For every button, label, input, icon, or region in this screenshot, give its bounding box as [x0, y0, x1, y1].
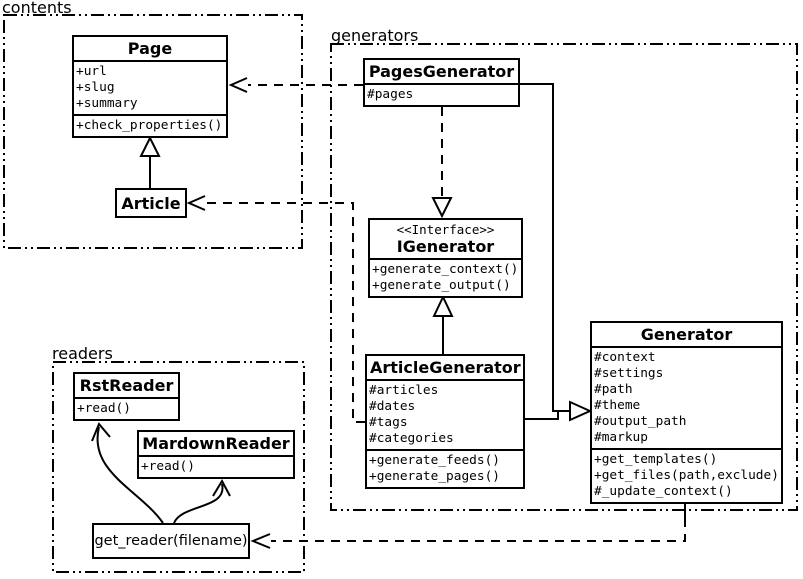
attribute: #categories [369, 431, 454, 446]
dependency-generator-to-get-reader-line [271, 518, 686, 542]
class-articlegenerator-title: ArticleGenerator [370, 358, 521, 377]
open-arrowhead-icon [250, 533, 271, 549]
class-rstreader-title: RstReader [79, 376, 174, 395]
method: +check_properties() [76, 118, 223, 133]
package-label-contents: contents [2, 0, 72, 17]
class-page-title: Page [127, 39, 173, 58]
method: +get_templates() [594, 452, 718, 467]
attribute: #articles [369, 383, 439, 398]
attribute: +url [76, 64, 107, 79]
class-generator-attributes: #context #settings #path #theme #output_… [592, 346, 781, 448]
class-mardownreader: MardownReader +read() [137, 430, 295, 479]
attribute: +summary [76, 96, 138, 111]
class-rstreader-methods: +read() [75, 397, 178, 419]
class-articlegenerator: ArticleGenerator #articles #dates #tags … [365, 354, 525, 489]
class-page: Page +url +slug +summary +check_properti… [72, 35, 228, 138]
open-arrowhead-icon [228, 77, 248, 93]
dependency-articlegenerator-to-article-line [206, 202, 365, 423]
attribute: #output_path [594, 414, 687, 429]
realization-triangle-icon [431, 197, 453, 219]
method: +generate_output() [372, 278, 511, 293]
class-article-title: Article [121, 193, 181, 213]
attribute: #path [594, 382, 633, 397]
get-reader-to-rstreader-curve [96, 426, 164, 524]
class-pagesgenerator-attributes: #pages [365, 83, 518, 105]
class-pagesgenerator-title: PagesGenerator [368, 62, 515, 81]
attribute: +slug [76, 80, 115, 95]
class-generator-methods: +get_templates() +get_files(path,exclude… [592, 448, 781, 502]
attribute: #markup [594, 430, 648, 445]
class-generator-title: Generator [640, 325, 733, 344]
attribute: #theme [594, 398, 641, 413]
readers-package-border [52, 361, 305, 573]
class-mardownreader-title: MardownReader [142, 434, 290, 453]
node-get-reader-label: get_reader(filename) [94, 533, 248, 549]
class-page-methods: +check_properties() [74, 114, 226, 136]
class-articlegenerator-attributes: #articles #dates #tags #categories [367, 379, 523, 449]
inheritance-triangle-icon [432, 294, 454, 317]
class-articlegenerator-methods: +generate_feeds() +generate_pages() [367, 449, 523, 487]
generalization-pagesgenerator-to-generator-line [520, 83, 570, 412]
open-arrowhead-icon [212, 478, 231, 497]
method: +read() [77, 401, 131, 416]
attribute: #dates [369, 399, 416, 414]
class-generator: Generator #context #settings #path #them… [590, 321, 783, 504]
get-reader-to-mardownreader-curve [173, 483, 224, 524]
contents-package-border [3, 14, 303, 249]
class-igenerator-title: IGenerator [396, 237, 495, 256]
method: #_update_context() [594, 484, 733, 499]
inheritance-triangle-icon [569, 400, 593, 422]
method: +generate_context() [372, 262, 519, 277]
generalization-articlegenerator-to-generator-line [525, 411, 559, 420]
class-page-attributes: +url +slug +summary [74, 60, 226, 114]
method: +read() [141, 459, 195, 474]
attribute: #settings [594, 366, 664, 381]
class-igenerator-methods: +generate_context() +generate_output() [370, 258, 521, 296]
inheritance-triangle-icon [139, 135, 161, 157]
method: +generate_pages() [369, 469, 500, 484]
class-pagesgenerator: PagesGenerator #pages [363, 58, 520, 107]
attribute: #context [594, 350, 656, 365]
generators-package-border [330, 43, 798, 511]
method: +generate_feeds() [369, 453, 500, 468]
attribute: #pages [367, 87, 414, 102]
node-get-reader: get_reader(filename) [92, 523, 250, 559]
attribute: #tags [369, 415, 408, 430]
class-article: Article [115, 188, 187, 218]
method: +get_files(path,exclude) [594, 468, 779, 483]
class-mardownreader-methods: +read() [139, 455, 293, 477]
class-igenerator-stereotype: <<Interface>> [396, 222, 495, 237]
package-label-readers: readers [52, 344, 113, 363]
class-rstreader: RstReader +read() [73, 372, 180, 421]
open-arrowhead-icon [186, 195, 206, 211]
open-arrowhead-icon [91, 422, 111, 442]
class-igenerator: <<Interface>> IGenerator +generate_conte… [368, 218, 523, 298]
package-label-generators: generators [331, 26, 419, 45]
